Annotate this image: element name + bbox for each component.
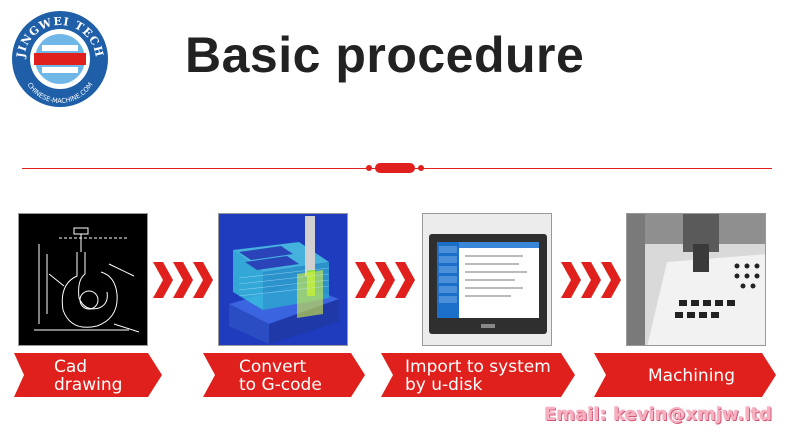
- step-convert-gcode: Convert to G-code: [203, 353, 365, 397]
- chevron-arrows-icon: [561, 262, 621, 303]
- page-title: Basic procedure: [185, 27, 585, 83]
- divider-dot-right: [418, 165, 424, 171]
- controller-device-image: [422, 213, 552, 346]
- step-import-system: Import to system by u-disk: [381, 353, 575, 397]
- step-label-line1: Import to system: [405, 357, 551, 377]
- step-label-line2: drawing: [54, 375, 123, 395]
- company-logo: JINGWEI TECH CHINESE-MACHINE.COM: [10, 9, 110, 109]
- step-label-line1: Cad: [54, 357, 88, 377]
- chevron-arrows-icon: [153, 262, 213, 303]
- step-label-line1: Convert: [239, 357, 307, 377]
- chevron-arrows-icon: [355, 262, 415, 303]
- step-cad-drawing: Cad drawing: [14, 353, 162, 397]
- step-label-line2: to G-code: [239, 375, 322, 395]
- gcode-simulation-image: [218, 213, 348, 346]
- step-label-line2: by u-disk: [405, 375, 483, 395]
- cad-drawing-image: [18, 213, 148, 346]
- logo-seal-icon: JINGWEI TECH CHINESE-MACHINE.COM: [12, 11, 108, 107]
- divider-dot-left: [366, 165, 372, 171]
- machining-image: [626, 213, 766, 346]
- step-machining: Machining: [594, 353, 776, 397]
- step-label-line1: Machining: [648, 366, 735, 386]
- email-contact: Email: kevin@xmjw.ltd: [544, 404, 772, 425]
- divider-center-mark: [375, 163, 415, 173]
